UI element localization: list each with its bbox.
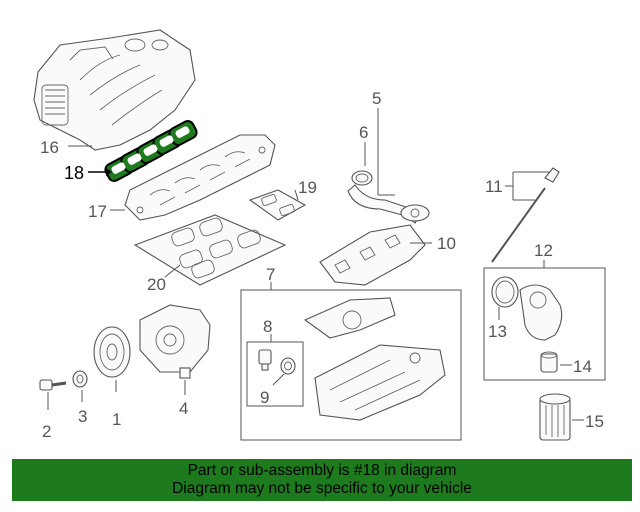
group-box-7 bbox=[240, 289, 462, 441]
callout-7: 7 bbox=[266, 265, 275, 284]
callout-10: 10 bbox=[437, 234, 456, 253]
part-lower-intake-manifold bbox=[124, 134, 276, 221]
part-drain-plug bbox=[258, 349, 272, 371]
leader-9 bbox=[272, 373, 285, 386]
part-upper-intake-manifold bbox=[33, 29, 196, 151]
callout-9: 9 bbox=[260, 388, 269, 407]
part-washer bbox=[72, 370, 88, 388]
callout-2: 2 bbox=[42, 422, 51, 441]
part-baffle bbox=[319, 224, 426, 286]
group-box-8 bbox=[246, 341, 304, 407]
callout-20: 20 bbox=[147, 275, 166, 294]
part-adapter-gasket bbox=[491, 276, 519, 308]
callout-12: 12 bbox=[534, 241, 553, 260]
parts-diagram: 16 18 17 19 bbox=[33, 29, 606, 441]
callout-15: 15 bbox=[585, 412, 604, 431]
banner-line-1: Part or sub-assembly is #18 in diagram bbox=[187, 462, 457, 479]
part-oil-pan bbox=[314, 344, 446, 421]
callout-3: 3 bbox=[78, 407, 87, 426]
callout-16: 16 bbox=[40, 138, 59, 157]
callout-5: 5 bbox=[372, 89, 381, 108]
callout-13: 13 bbox=[488, 322, 507, 341]
callout-14: 14 bbox=[573, 357, 592, 376]
part-dipstick bbox=[491, 167, 560, 263]
part-oil-filter bbox=[539, 393, 571, 441]
leader-19 bbox=[294, 189, 299, 201]
info-banner: Part or sub-assembly is #18 in diagram D… bbox=[12, 459, 632, 501]
leader-18-arrow bbox=[106, 168, 112, 176]
callout-17: 17 bbox=[88, 202, 107, 221]
callout-11: 11 bbox=[485, 177, 503, 196]
part-drain-washer bbox=[280, 357, 296, 375]
leader-20 bbox=[164, 264, 181, 278]
callout-1: 1 bbox=[112, 410, 121, 429]
callout-4: 4 bbox=[179, 399, 188, 418]
callout-19: 19 bbox=[298, 178, 317, 197]
banner-line-2: Diagram may not be specific to your vehi… bbox=[172, 480, 472, 497]
part-intake-gasket-highlighted bbox=[104, 120, 198, 182]
part-oil-pickup-tube bbox=[347, 170, 430, 224]
part-filter-insert bbox=[540, 351, 558, 373]
part-oil-filter-adapter bbox=[519, 284, 563, 341]
part-oil-pan-cover bbox=[303, 297, 396, 339]
part-bolt bbox=[39, 379, 67, 391]
part-gasket-set bbox=[133, 214, 287, 286]
part-oil-pump bbox=[139, 304, 211, 379]
callout-18: 18 bbox=[64, 163, 84, 183]
part-small-gaskets bbox=[248, 189, 307, 221]
part-crank-pulley bbox=[93, 326, 131, 378]
callout-6: 6 bbox=[359, 123, 368, 142]
callout-8: 8 bbox=[263, 317, 272, 336]
